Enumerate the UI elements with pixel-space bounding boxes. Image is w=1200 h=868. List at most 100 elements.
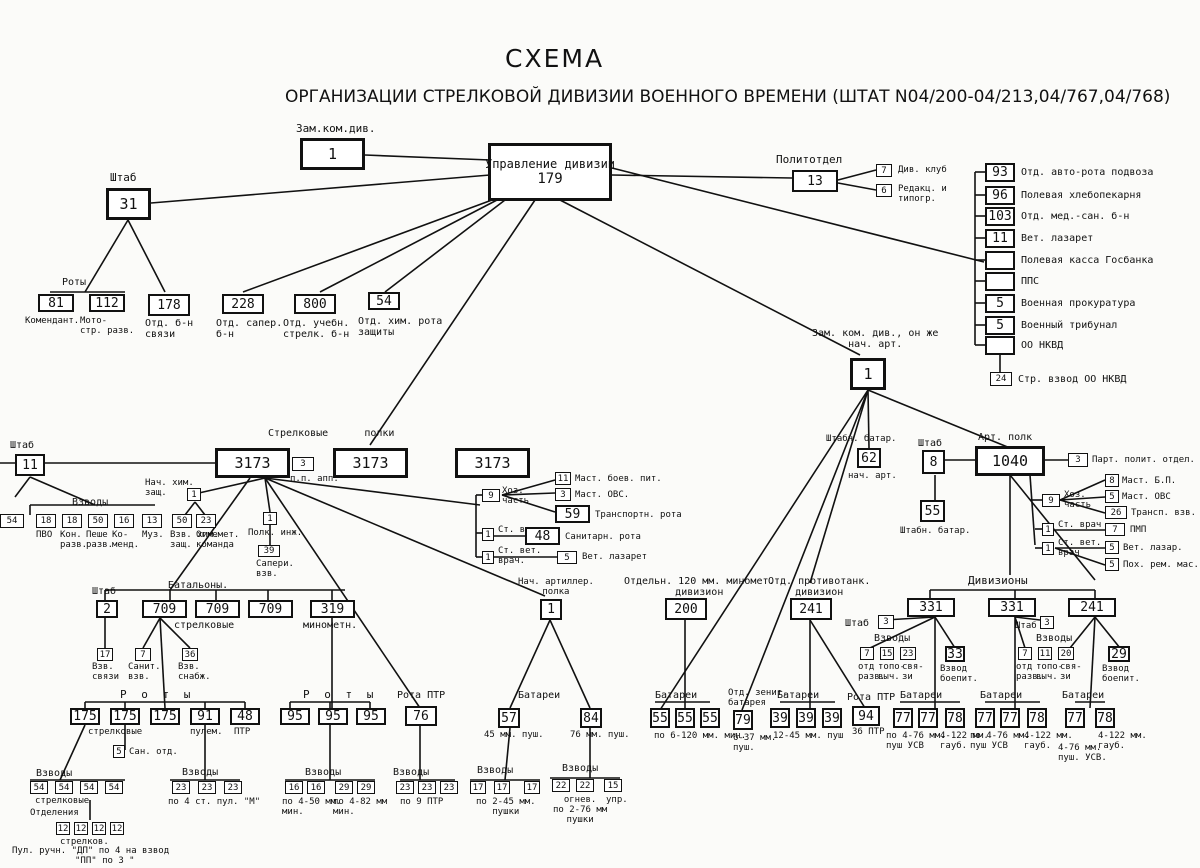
node-shtab11: 11 <box>15 454 45 476</box>
shtabd2-label: Штаб <box>1015 621 1037 631</box>
stvet2-label: Ст. вет. врач <box>1058 538 1102 558</box>
strelkovye2-label: стрелковые <box>88 727 143 737</box>
node-a17b: 17 <box>494 781 510 794</box>
mm45-label: 45 мм. пуш. <box>484 730 544 740</box>
ptr36-label: 36 ПТР <box>852 727 885 737</box>
node-m29a: 29 <box>335 781 353 794</box>
node-hoz2: 9 <box>1042 494 1060 507</box>
otdzenit-label: Отд. зенит. батарея <box>728 688 788 708</box>
muz-label: Муз. <box>142 530 164 540</box>
node-stvet2: 1 <box>1042 542 1054 555</box>
node-p23c: 23 <box>224 781 242 794</box>
moto-label: Мото- стр. разв. <box>80 316 135 336</box>
rotaptr2-label: Рота ПТР <box>847 692 896 703</box>
batarei4-label: Батареи <box>900 690 943 701</box>
node-a22a: 22 <box>552 779 570 792</box>
node-d15: 15 <box>880 647 894 660</box>
r8-label: Военный трибунал <box>1021 320 1118 331</box>
node-saper-vzv: 39 <box>258 545 280 557</box>
node-snab: 36 <box>182 648 198 661</box>
polkinzh-label: Полк. инж. <box>248 528 303 538</box>
vzvody7-label: Взводы <box>562 763 599 774</box>
pulruchn-label: Пул. ручн. "ДП" по 4 на взвод <box>12 846 170 856</box>
saper-vzv-label: Сапери. взв. <box>256 559 294 579</box>
mastbp2-label: Маст. Б.П. <box>1122 476 1177 486</box>
stvrach2-label: Ст. врач <box>1058 520 1102 530</box>
rotaptr-label: Рота ПТР <box>397 690 446 701</box>
node-hoz: 9 <box>482 489 500 502</box>
node-r4: 11 <box>985 229 1015 248</box>
shtab-batar-label: Штабн. батар. <box>826 434 897 444</box>
gaub122a-label: 4-122 мм. гауб. <box>940 731 989 751</box>
node-m16b: 16 <box>307 781 325 794</box>
r10-label: Стр. взвод ОО НКВД <box>1018 374 1127 385</box>
partpolit-label: Парт. полит. отдел. <box>1092 455 1195 465</box>
node-r48: 48 <box>230 708 260 725</box>
redak-label: Редакц. и типогр. <box>898 184 947 204</box>
shtab-ap-label: Штаб <box>918 438 943 449</box>
sanit-label: Санит. взв. <box>128 662 161 682</box>
node-v23: 23 <box>196 514 216 528</box>
divizion-label: Дивизионы <box>968 574 1028 587</box>
node-r1: 93 <box>985 163 1015 182</box>
node-pt39c: 39 <box>822 708 842 728</box>
batalony-label: Батальоны. <box>168 580 229 591</box>
node-m55b: 55 <box>675 708 695 728</box>
node-v54b: 54 <box>55 781 73 794</box>
node-transpvzv: 26 <box>1105 506 1127 519</box>
upravlenie-value: 179 <box>537 171 563 187</box>
node-r6 <box>985 272 1015 291</box>
mastbp-label: Маст. боев. пит. <box>575 474 662 484</box>
node-d7a: 7 <box>860 647 874 660</box>
node-a22b: 22 <box>576 779 594 792</box>
node-ap-shtab: 8 <box>922 450 945 474</box>
transp-label: Транспортн. рота <box>595 510 682 520</box>
node-b84: 84 <box>580 708 602 728</box>
node-shtab: 31 <box>106 188 151 220</box>
node-vetlaz: 5 <box>557 551 577 564</box>
node-sp2: 3173 <box>333 448 408 478</box>
batarei6-label: Батареи <box>1062 690 1105 701</box>
shtab-left-label: Штаб <box>10 440 35 451</box>
vzvody4-label: Взводы <box>305 767 342 778</box>
node-sanit: 7 <box>135 648 151 661</box>
gaub122b-label: 4-122 мм. гауб. <box>1024 731 1073 751</box>
node-mastovs2: 5 <box>1105 490 1119 503</box>
node-r9 <box>985 336 1015 355</box>
pp3-label: "ПП" по 3 " <box>75 856 135 866</box>
node-divklub: 7 <box>876 164 892 177</box>
node-ptr94: 94 <box>852 706 880 726</box>
node-sp3: 3173 <box>455 448 530 478</box>
strpolki-label: Стрелковые полки <box>268 428 395 439</box>
node-mastovs: 3 <box>555 488 571 501</box>
him-label: Отд. хим. рота защиты <box>358 316 443 338</box>
po476b-label: по 4-76 мм. пуш УСВ <box>970 731 1030 751</box>
roty-label: Роты <box>62 277 87 288</box>
upravlenie-label: Управление дивизии <box>484 157 616 171</box>
node-redak: 6 <box>876 184 892 197</box>
node-zam: 1 <box>300 138 365 170</box>
node-polkinzh: 1 <box>263 512 277 525</box>
nachart-label: Зам. ком. див., он же нач. арт. <box>812 328 939 350</box>
node-d33: 33 <box>945 646 965 662</box>
node-m95c: 95 <box>356 708 386 725</box>
node-g77c: 77 <box>975 708 995 728</box>
vzvsvyazi-label: Взв. связи <box>92 662 120 682</box>
vzvody2-label: Взводы <box>36 768 73 779</box>
p200-label: Отдельн. 120 мм. миномет. дивизион <box>624 576 775 598</box>
node-m55c: 55 <box>700 708 720 728</box>
node-pmp: 7 <box>1105 523 1125 536</box>
node-g77b: 77 <box>918 708 938 728</box>
node-bat2: 709 <box>195 600 240 618</box>
strelkovye-label: стрелковые <box>174 620 235 631</box>
node-d11: 11 <box>1038 647 1052 660</box>
node-d241: 241 <box>1068 598 1116 617</box>
node-r175a: 175 <box>70 708 100 725</box>
node-ppapp: 3 <box>292 457 314 471</box>
ognev-label: огнев. по 2-76 мм пушки <box>553 795 608 825</box>
p241-label: Отд. противотанк. дивизион <box>768 576 871 598</box>
vzvodyd1-label: Взводы <box>874 633 911 644</box>
node-a17a: 17 <box>470 781 486 794</box>
mastovs2-label: Маст. ОВС <box>1122 492 1171 502</box>
node-kom: 81 <box>38 294 74 312</box>
